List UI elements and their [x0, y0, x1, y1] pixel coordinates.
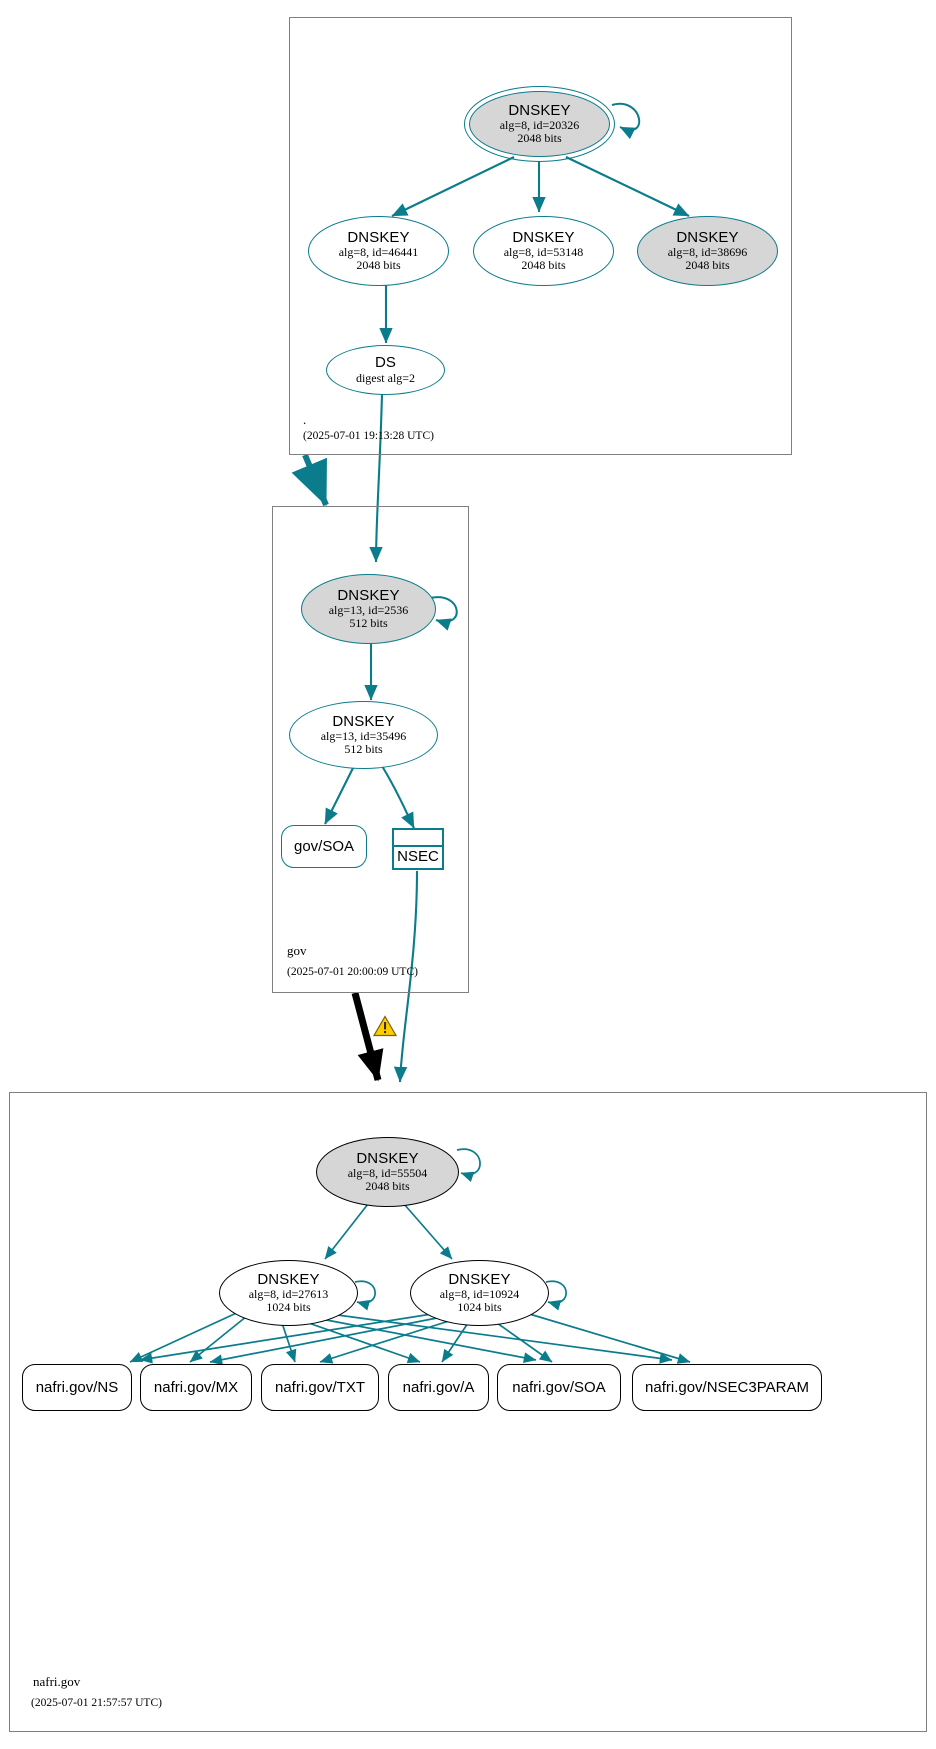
node-params: alg=8, id=46441	[338, 245, 419, 260]
zone-label-nafri-gov: nafri.gov	[33, 1674, 81, 1689]
node-keysize: 512 bits	[344, 742, 383, 757]
zone-timestamp-gov: (2025-07-01 20:00:09 UTC)	[287, 966, 418, 978]
node-title: DNSKEY	[512, 228, 575, 246]
node-rr-nsec3param[interactable]: nafri.gov/NSEC3PARAM	[632, 1364, 822, 1411]
node-rr-txt[interactable]: nafri.gov/TXT	[261, 1364, 379, 1411]
node-keysize: 2048 bits	[356, 258, 401, 273]
node-keysize: 1024 bits	[457, 1300, 502, 1315]
rrset-label: nafri.gov/NSEC3PARAM	[645, 1379, 809, 1396]
node-nafri-ksk-55504[interactable]: DNSKEY alg=8, id=55504 2048 bits	[316, 1137, 459, 1207]
node-title: DNSKEY	[448, 1270, 511, 1288]
node-params: alg=8, id=10924	[439, 1287, 520, 1302]
node-gov-ksk-2536[interactable]: DNSKEY alg=13, id=2536 512 bits	[301, 574, 436, 644]
zone-box-root	[289, 17, 792, 455]
zone-timestamp-root: (2025-07-01 19:13:28 UTC)	[303, 430, 434, 442]
node-gov-zsk-35496[interactable]: DNSKEY alg=13, id=35496 512 bits	[289, 701, 438, 769]
node-title: DS	[374, 354, 397, 372]
node-title: DNSKEY	[508, 101, 571, 119]
rrset-label: nafri.gov/SOA	[512, 1379, 606, 1396]
node-keysize: 512 bits	[349, 616, 388, 631]
node-params: alg=8, id=38696	[667, 245, 748, 260]
node-title: DNSKEY	[332, 712, 395, 730]
node-rr-ns[interactable]: nafri.gov/NS	[22, 1364, 132, 1411]
zone-label-gov: gov	[287, 943, 307, 958]
zone-timestamp-nafri-gov: (2025-07-01 21:57:57 UTC)	[31, 1697, 162, 1709]
zone-box-gov	[272, 506, 469, 993]
rrset-label: nafri.gov/NS	[35, 1379, 119, 1396]
node-title: DNSKEY	[347, 228, 410, 246]
node-title: DNSKEY	[257, 1270, 320, 1288]
node-nafri-zsk-10924[interactable]: DNSKEY alg=8, id=10924 1024 bits	[410, 1260, 549, 1326]
node-root-zsk-46441[interactable]: DNSKEY alg=8, id=46441 2048 bits	[308, 216, 449, 286]
node-title: DNSKEY	[337, 586, 400, 604]
zone-label-root: .	[303, 412, 307, 427]
node-params: alg=13, id=2536	[328, 603, 409, 618]
node-params: digest alg=2	[355, 370, 416, 385]
node-keysize: 1024 bits	[266, 1300, 311, 1315]
node-rr-soa[interactable]: nafri.gov/SOA	[497, 1364, 621, 1411]
node-params: alg=8, id=20326	[499, 118, 580, 133]
node-root-ds[interactable]: DS digest alg=2	[326, 345, 445, 395]
node-root-zsk-53148[interactable]: DNSKEY alg=8, id=53148 2048 bits	[473, 216, 614, 286]
node-title: DNSKEY	[356, 1149, 419, 1167]
node-gov-nsec[interactable]: NSEC	[392, 828, 444, 870]
rrset-label: nafri.gov/TXT	[274, 1379, 366, 1396]
zone-box-nafri-gov	[9, 1092, 927, 1732]
node-outer-ring-root-ksk-20326	[464, 86, 615, 162]
node-root-ksk-20326[interactable]: DNSKEY alg=8, id=20326 2048 bits	[469, 91, 610, 157]
node-params: alg=8, id=53148	[503, 245, 584, 260]
nsec-inner-panel: NSEC	[394, 845, 442, 868]
delegation-warning-icon[interactable]	[373, 1015, 397, 1037]
node-gov-soa[interactable]: gov/SOA	[281, 825, 367, 868]
node-keysize: 2048 bits	[365, 1179, 410, 1194]
node-keysize: 2048 bits	[517, 131, 562, 146]
rrset-label: nafri.gov/MX	[153, 1379, 239, 1396]
rrset-label: gov/SOA	[293, 838, 355, 855]
node-title: DNSKEY	[676, 228, 739, 246]
node-keysize: 2048 bits	[521, 258, 566, 273]
rrset-label: nafri.gov/A	[402, 1379, 475, 1396]
node-params: alg=8, id=55504	[347, 1166, 428, 1181]
node-keysize: 2048 bits	[685, 258, 730, 273]
node-rr-mx[interactable]: nafri.gov/MX	[140, 1364, 252, 1411]
node-params: alg=13, id=35496	[320, 729, 407, 744]
node-rr-a[interactable]: nafri.gov/A	[388, 1364, 489, 1411]
node-nafri-zsk-27613[interactable]: DNSKEY alg=8, id=27613 1024 bits	[219, 1260, 358, 1326]
nsec-label: NSEC	[397, 848, 439, 865]
node-root-ksk-38696[interactable]: DNSKEY alg=8, id=38696 2048 bits	[637, 216, 778, 286]
node-params: alg=8, id=27613	[248, 1287, 329, 1302]
